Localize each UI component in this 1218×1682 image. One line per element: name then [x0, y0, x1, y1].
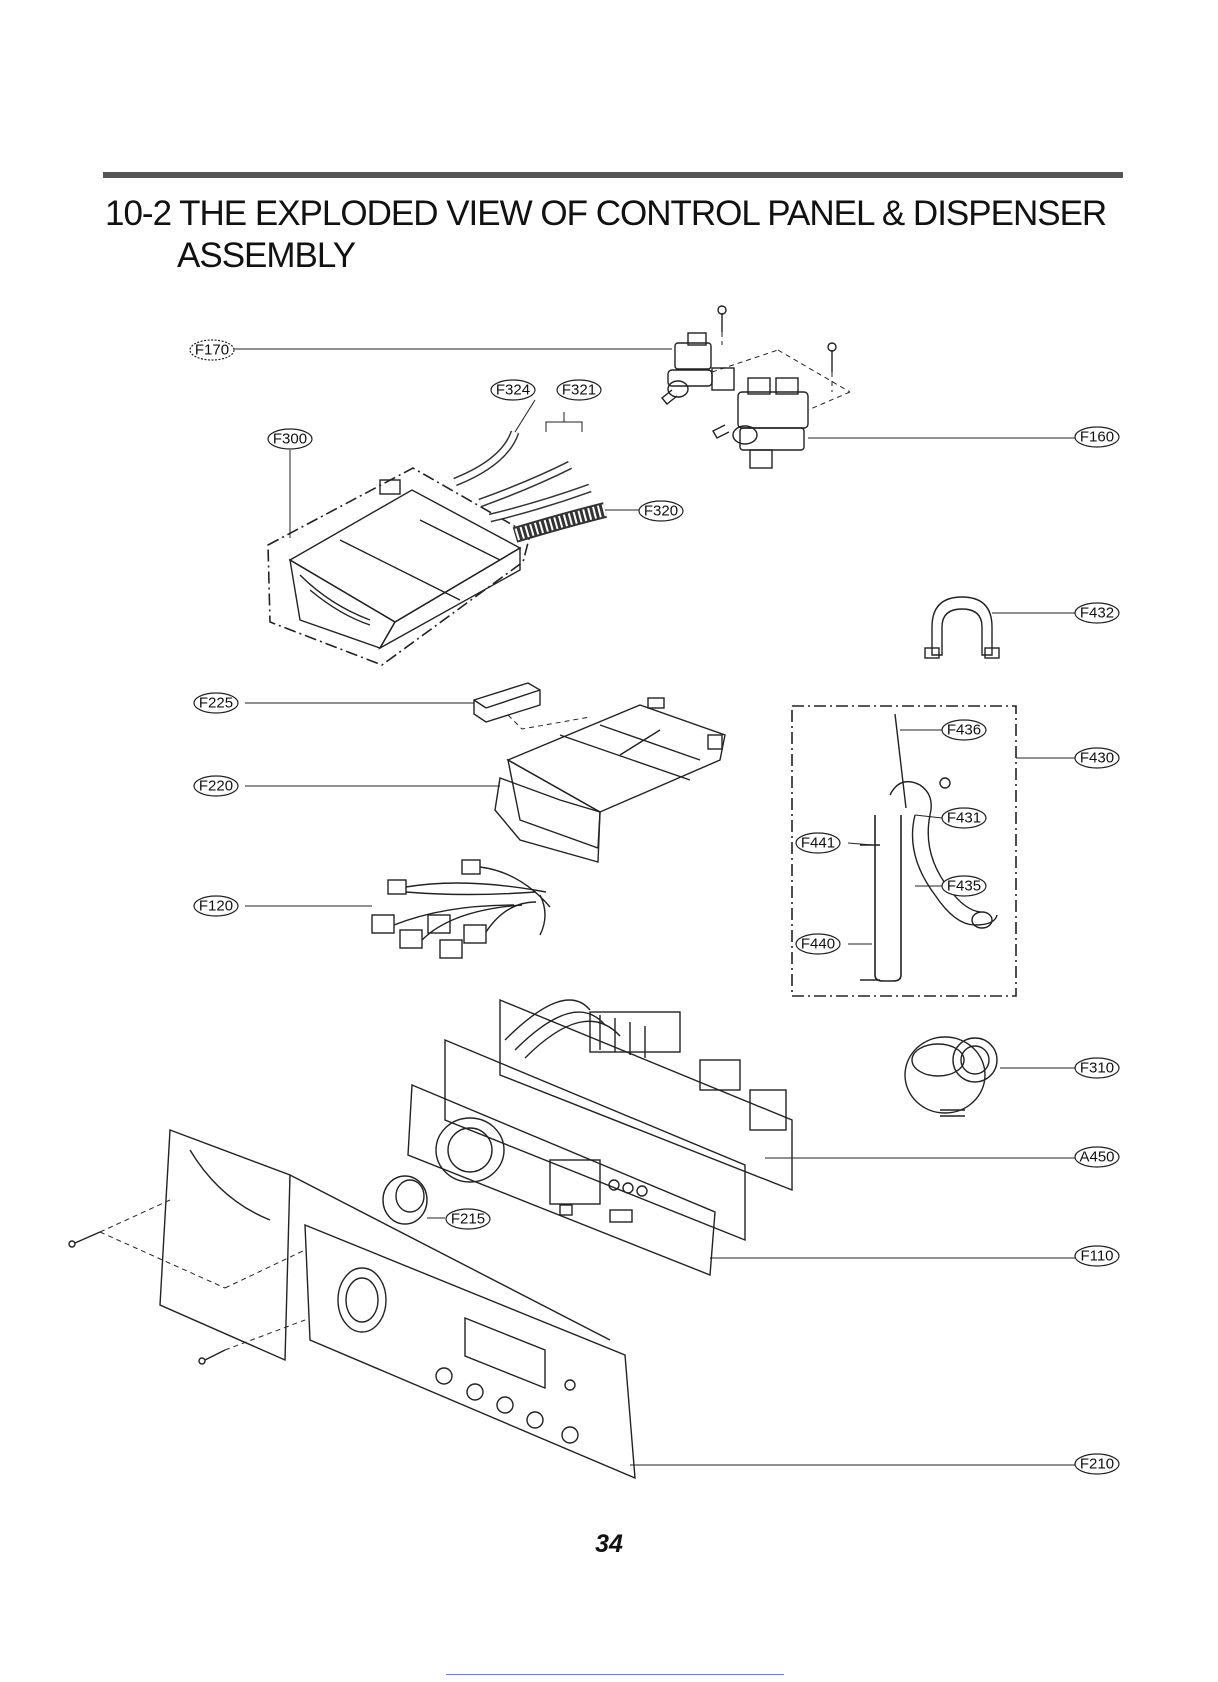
- inlet-hoses-part: [455, 432, 605, 535]
- page-number: 34: [0, 1530, 1218, 1559]
- pump-filter-cap-part: [905, 1037, 997, 1116]
- callout-f440: F440: [801, 936, 835, 953]
- callout-f441: F441: [801, 835, 835, 852]
- callout-f215: F215: [451, 1211, 485, 1228]
- callout-f435: F435: [947, 878, 981, 895]
- callout-f324: F324: [496, 382, 530, 399]
- callout-f310: F310: [1080, 1060, 1114, 1077]
- softener-cap-part: [474, 683, 540, 722]
- callout-f300: F300: [273, 431, 307, 448]
- callout-f320: F320: [644, 503, 678, 520]
- detergent-drawer-part: [495, 698, 725, 862]
- program-knob-part: [383, 1176, 427, 1224]
- callout-f430: F430: [1080, 750, 1114, 767]
- callout-a450: A450: [1079, 1149, 1114, 1166]
- screws-part: [69, 1232, 225, 1364]
- callout-f120: F120: [199, 898, 233, 915]
- callout-f210: F210: [1080, 1456, 1114, 1473]
- panel-dashed-guides: [100, 1200, 305, 1350]
- water-valve-double-part: [713, 343, 836, 468]
- water-valve-small-part: [662, 306, 734, 404]
- pcb-assembly-part: [408, 1000, 792, 1275]
- control-panel-front-part: [160, 1130, 635, 1478]
- hose-guide-clamp-part: [932, 597, 992, 655]
- callout-f160: F160: [1080, 429, 1114, 446]
- callout-f321: F321: [562, 382, 596, 399]
- callout-f436: F436: [947, 722, 981, 739]
- drain-hose-part: [860, 714, 997, 981]
- callout-f110: F110: [1080, 1248, 1113, 1265]
- callout-f431: F431: [947, 810, 981, 827]
- callout-f225: F225: [199, 695, 233, 712]
- callout-f220: F220: [199, 778, 233, 795]
- callout-f432: F432: [1080, 605, 1114, 622]
- wiring-harness-part: [372, 860, 550, 958]
- callout-f170: F170: [195, 342, 229, 359]
- footer-link-line[interactable]: [446, 1674, 784, 1675]
